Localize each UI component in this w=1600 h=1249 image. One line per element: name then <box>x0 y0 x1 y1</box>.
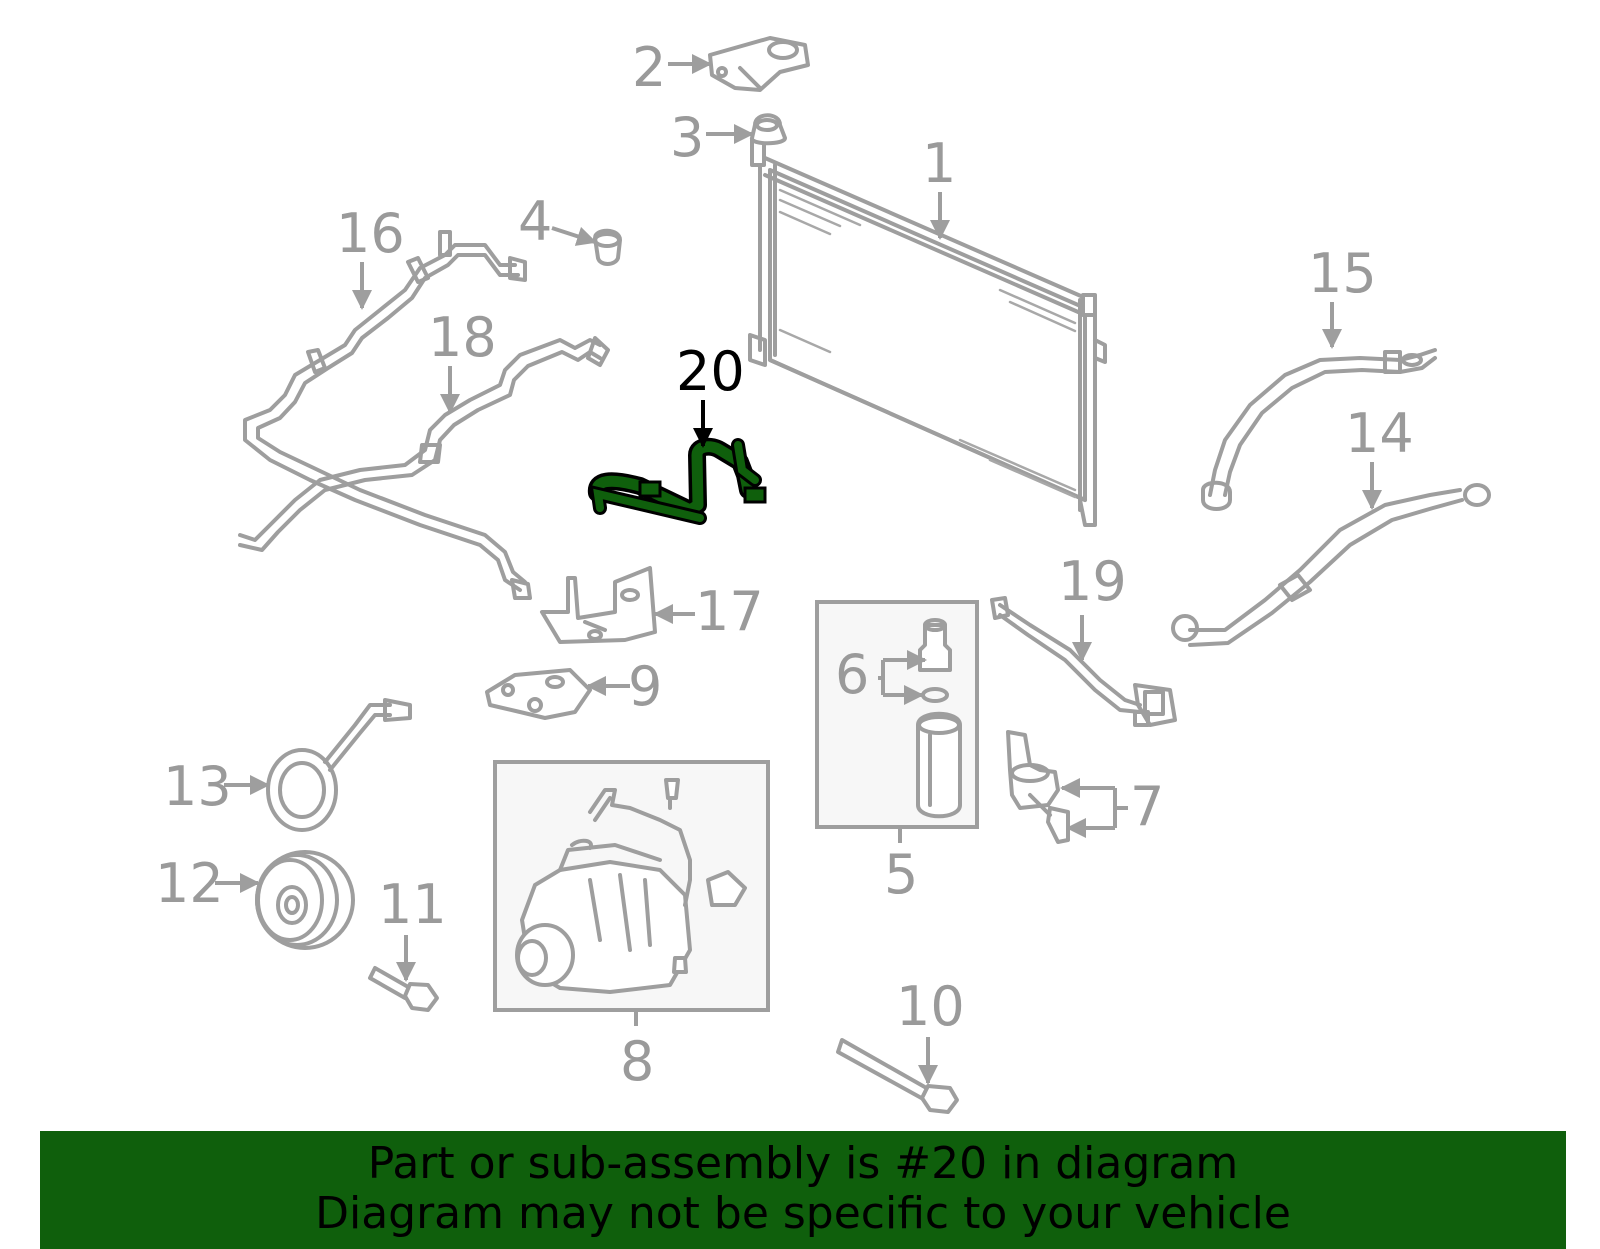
callout-10: 10 <box>896 975 965 1038</box>
callout-7: 7 <box>1130 775 1164 838</box>
part-18-suction-line <box>238 336 610 552</box>
callout-15: 15 <box>1308 242 1377 305</box>
callout-labels: 1 2 3 4 5 6 7 8 9 10 11 12 13 14 15 16 1… <box>155 36 1414 1093</box>
part-3-cushion <box>750 113 787 146</box>
info-banner: Part or sub-assembly is #20 in diagram D… <box>40 1131 1566 1249</box>
part-14-hose <box>1171 483 1491 647</box>
callout-1: 1 <box>922 132 956 195</box>
part-1-condenser <box>748 138 1107 527</box>
callout-18: 18 <box>428 306 497 369</box>
callout-16: 16 <box>336 202 405 265</box>
part-7-switch-bracket <box>1006 730 1070 844</box>
callout-13: 13 <box>163 755 232 818</box>
part-2-bracket <box>708 36 810 92</box>
callout-5: 5 <box>884 843 918 906</box>
part-20-highlighted-pipe <box>587 437 767 525</box>
part-9-bracket <box>485 668 592 720</box>
part-8-compressor-assembly <box>493 760 770 1012</box>
leader-lines <box>215 54 1382 1085</box>
callout-12: 12 <box>155 852 224 915</box>
banner-line-1: Part or sub-assembly is #20 in diagram <box>367 1138 1239 1189</box>
callout-4: 4 <box>518 190 552 253</box>
callout-19: 19 <box>1058 550 1127 613</box>
part-4-grommet <box>593 228 622 266</box>
part-17-bracket <box>540 566 657 644</box>
part-12-pulley <box>255 850 355 950</box>
banner-line-2: Diagram may not be specific to your vehi… <box>315 1188 1291 1239</box>
part-19-pipe <box>990 596 1177 727</box>
part-15-hose <box>1201 348 1437 511</box>
callout-17: 17 <box>695 580 764 643</box>
callout-11: 11 <box>378 873 447 936</box>
callout-14: 14 <box>1345 402 1414 465</box>
part-13-coil <box>266 698 412 832</box>
callout-3: 3 <box>670 106 704 169</box>
callout-6: 6 <box>835 643 869 706</box>
part-5-receiver-assembly <box>815 600 979 829</box>
callout-20: 20 <box>676 340 745 403</box>
part-16-discharge-line <box>243 230 532 600</box>
callout-2: 2 <box>632 36 666 99</box>
part-11-bolt <box>368 966 439 1012</box>
callout-9: 9 <box>628 655 662 718</box>
part-10-bolt <box>836 1038 959 1114</box>
callout-8: 8 <box>620 1030 654 1093</box>
